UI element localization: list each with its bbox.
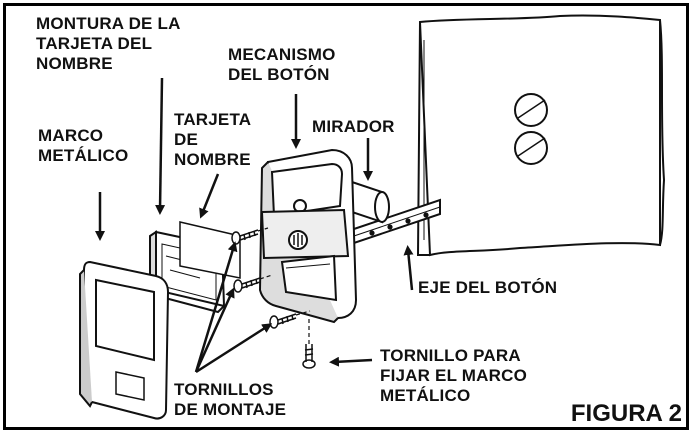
label-button-mechanism: MECANISMO DEL BOTÓN	[228, 45, 336, 85]
label-line: NOMBRE	[36, 54, 113, 73]
label-name-card-mount: MONTURA DE LA TARJETA DEL NOMBRE	[36, 14, 181, 74]
label-line: METÁLICO	[38, 146, 129, 165]
label-line: EJE DEL BOTÓN	[418, 278, 558, 297]
mounting-screw-1	[231, 229, 259, 245]
mounting-screw-2	[233, 277, 261, 293]
label-line: FIJAR EL MARCO	[380, 366, 527, 385]
label-line: TORNILLO PARA	[380, 346, 521, 365]
label-line: MARCO	[38, 126, 104, 145]
name-card	[179, 221, 241, 279]
label-line: METÁLICO	[380, 386, 471, 405]
label-frame-fixing-screw: TORNILLO PARA FIJAR EL MARCO METÁLICO	[380, 346, 527, 406]
button-mechanism	[258, 148, 358, 324]
assembly-guide-lines	[257, 227, 311, 344]
figure-caption: FIGURA 2	[570, 400, 682, 427]
label-viewer: MIRADOR	[312, 117, 395, 137]
label-line: MECANISMO	[228, 45, 336, 64]
label-line: MONTURA DE LA	[36, 14, 181, 33]
label-line: NOMBRE	[174, 150, 251, 169]
label-button-shaft: EJE DEL BOTÓN	[418, 278, 557, 298]
label-mounting-screws: TORNILLOS DE MONTAJE	[174, 380, 286, 420]
metal-frame	[79, 260, 170, 420]
figure-border	[3, 3, 689, 430]
door-holes	[514, 93, 548, 165]
label-line: TARJETA DEL	[36, 34, 153, 53]
label-line: DE	[174, 130, 199, 149]
label-arrows	[95, 77, 414, 374]
mounting-screw-3	[269, 313, 297, 329]
label-line: MIRADOR	[312, 117, 395, 136]
label-line: TARJETA	[174, 110, 252, 129]
label-metal-frame: MARCO METÁLICO	[38, 126, 128, 166]
label-line: DEL BOTÓN	[228, 65, 330, 84]
label-line: TORNILLOS	[174, 380, 274, 399]
label-name-card: TARJETA DE NOMBRE	[174, 110, 251, 170]
frame-fixing-screw	[302, 344, 316, 369]
label-line: DE MONTAJE	[174, 400, 287, 419]
